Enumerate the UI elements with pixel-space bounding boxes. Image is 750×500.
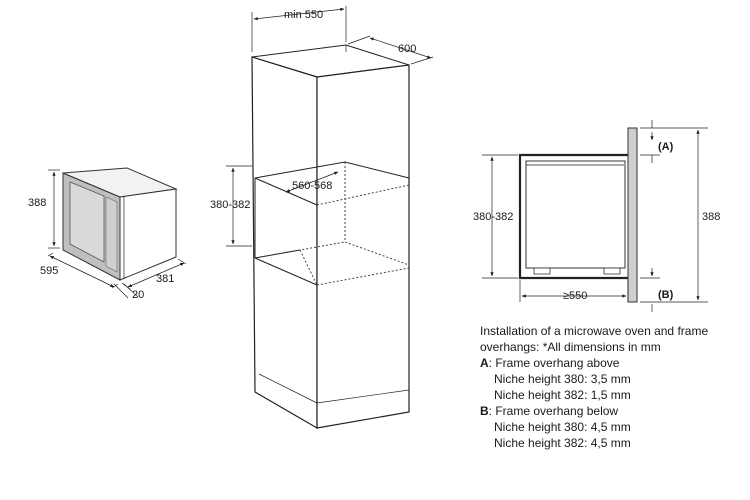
section-dimensions [482,120,708,312]
note-a-line2: Niche height 382: 1,5 mm [494,388,631,402]
cabinet-drawing [251,44,410,430]
section-niche-height-label: 380-382 [473,211,513,223]
notes-intro: Installation of a microwave oven and fra… [480,324,709,354]
microwave-height-label: 388 [28,197,46,209]
microwave-drawing [62,167,178,281]
note-a-text: : Frame overhang above [488,356,620,370]
microwave-depth-label: 381 [156,273,174,285]
section-drawing [518,127,638,303]
note-b-line1: Niche height 380: 4,5 mm [494,420,631,434]
section-total-height-label: 388 [702,211,720,223]
note-b-text: : Frame overhang below [488,404,619,418]
section-depth-label: ≥550 [563,290,587,302]
cabinet-niche-height-label: 380-382 [210,199,250,211]
installation-notes: Installation of a microwave oven and fra… [480,323,745,451]
microwave-dimensions [47,169,187,299]
note-a-key: A [480,356,489,370]
note-b-line2: Niche height 382: 4,5 mm [494,436,631,450]
cabinet-niche-width-label: 560-568 [292,180,332,192]
note-a-title: A: Frame overhang above [480,355,745,371]
note-b-title: B: Frame overhang below [480,403,745,419]
microwave-frame-label: 20 [132,289,144,301]
cabinet-dimensions [226,6,434,247]
cabinet-min-width-label: min 550 [284,9,323,21]
note-b-key: B [480,404,489,418]
microwave-width-label: 595 [40,265,58,277]
marker-a: (A) [658,141,674,153]
marker-b: (B) [658,289,674,301]
cabinet-depth-label: 600 [398,43,416,55]
note-a-line1: Niche height 380: 3,5 mm [494,372,631,386]
